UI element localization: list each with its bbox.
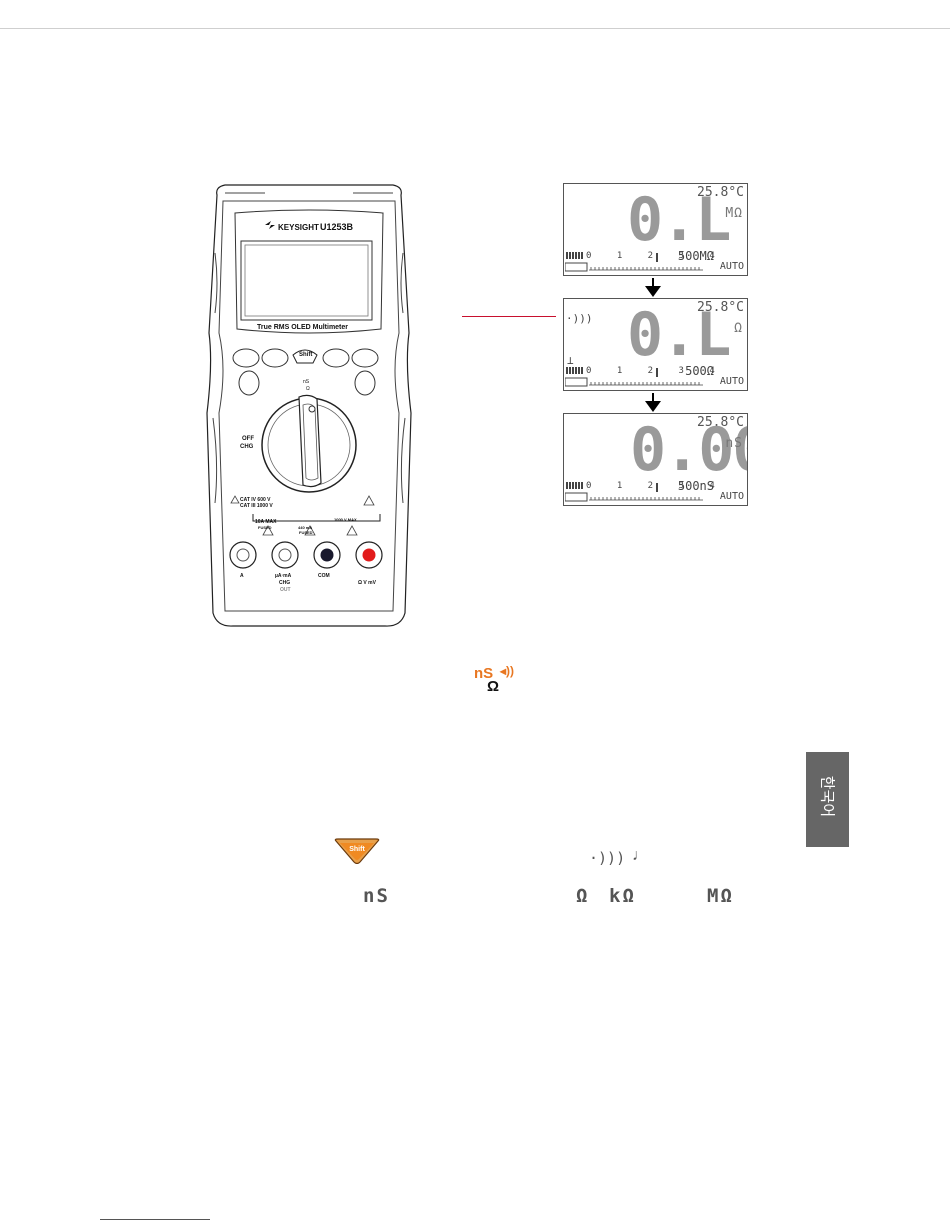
continuity-icon: ·))) [566,312,593,325]
shift-button-label: Shift [349,846,365,853]
ground-icon: ⊥ [567,354,574,367]
glyph-kohm: kΩ [609,885,636,907]
continuity-icon: ·))) [589,849,626,867]
fuse-a-label: 10A MAX [255,519,277,525]
shift-button-icon: Shift [334,838,380,864]
terminal-out-label: OUT [280,587,291,593]
range-label: 500nS [677,479,714,493]
cat-rating-1: CAT IV 600 V [240,497,271,503]
terminal-chg-label: CHG [279,580,291,586]
temperature-readout: 25.8°C [697,185,744,200]
bargraph-scale: 0 1 2 3 4 [586,251,725,261]
bargraph-ticks [565,262,703,272]
battery-icon [566,482,584,489]
battery-icon [566,252,584,259]
terminal-ua-label: µA·mA [275,573,292,579]
model-label: U1253B [320,222,354,232]
terminal-v-label: Ω V mV [358,580,376,586]
off-label: OFF [242,436,254,442]
bargraph-pointer [656,483,658,492]
multimeter-illustration: KEYSIGHT U1253B True RMS OLED Multimeter… [205,183,413,628]
auto-range-indicator: AUTO [719,491,744,502]
temperature-readout: 25.8°C [697,415,744,430]
bargraph-pointer [656,253,658,262]
language-tab: 한국어 [806,752,849,847]
bargraph-scale: 0 1 2 3 4 [586,366,725,376]
arrow-down-icon [645,393,661,412]
multimeter-body [206,184,412,627]
bargraph-scale: 0 1 2 3 4 [586,481,725,491]
header-rule [0,28,950,29]
footer-rule [100,1219,210,1220]
subtitle-label: True RMS OLED Multimeter [257,324,349,331]
temperature-readout: 25.8°C [697,300,744,315]
glyph-ohm: Ω [576,885,590,907]
unit-label: nS [725,436,743,451]
dial-symbol-ohm: Ω [487,678,500,695]
unit-label: MΩ [725,206,743,221]
callout-line [462,316,556,317]
auto-range-indicator: AUTO [719,261,744,272]
range-label: 500Ω [685,364,714,378]
diode-icon: ♩ [632,847,648,864]
main-reading: 0.00 [630,415,747,485]
glyph-mohm: MΩ [707,885,734,907]
fuse-ma-label: 440 mA [298,525,313,530]
glyph-ns: nS [363,885,390,907]
bargraph-pointer [656,368,658,377]
auto-range-indicator: AUTO [719,376,744,387]
lcd-screen-nanosiemens: 25.8°C 0.00 nS 0 1 2 3 4 500nS AUTO [563,413,748,506]
sound-icon: ◂)) [500,664,515,678]
dial-ohm-label: Ω [306,386,310,392]
range-label: 500MΩ [677,249,714,263]
cat-rating-2: CAT III 1000 V [240,503,273,509]
unit-label: Ω [734,321,743,336]
fuse-a-fused: FUSED [258,525,272,530]
lcd-screen-ohm: 25.8°C ·))) 0.L Ω ⊥ 0 1 2 3 4 500Ω AUTO [563,298,748,391]
main-reading: 0.L [627,300,731,370]
arrow-down-icon [645,278,661,297]
fuse-ma-fused: FUSED [299,530,313,535]
main-reading: 0.L [627,185,731,255]
dial-ns-label: nS [303,379,310,385]
language-tab-label: 한국어 [818,775,837,818]
lcd-screen-megaohm: 25.8°C 0.L MΩ 0 1 2 3 4 500MΩ AUTO [563,183,748,276]
brand-label: KEYSIGHT [278,223,319,232]
chg-label: CHG [240,444,254,450]
terminal-a-label: A [240,573,244,579]
shift-key-label: Shift [299,352,313,358]
terminal-com-label: COM [318,573,330,579]
vmax-label: 1000 V MAX [334,517,357,522]
dial-symbol-ns: nS [474,665,494,682]
battery-icon [566,367,584,374]
bargraph-ticks [565,377,703,387]
bargraph-ticks [565,492,703,502]
